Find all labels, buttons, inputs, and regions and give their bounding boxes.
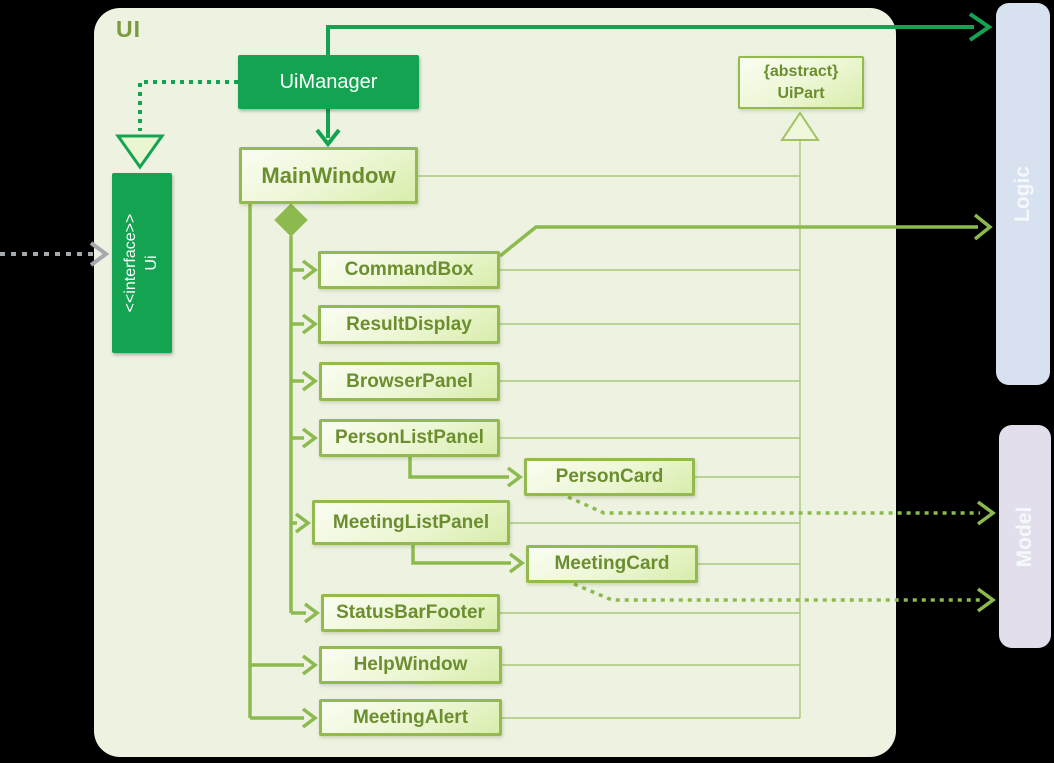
class-ui-interface-stereotype: <<interface>> bbox=[122, 213, 140, 313]
class-helpwindow: HelpWindow bbox=[319, 646, 502, 684]
branch-commandbox-arrowhead-icon bbox=[301, 259, 318, 281]
branch-statusbarfooter-arrowhead-icon bbox=[303, 602, 320, 624]
dependency-lines bbox=[0, 12, 996, 613]
external-model-label: Model bbox=[1013, 506, 1036, 567]
mainwindow-composition-diamond-icon bbox=[274, 203, 308, 237]
personcard-to-model-dash bbox=[567, 495, 980, 515]
class-resultdisplay-label: ResultDisplay bbox=[346, 313, 472, 335]
class-uimanager-label: UiManager bbox=[279, 70, 378, 93]
class-uipart-stereotype: {abstract} bbox=[763, 62, 839, 80]
class-commandbox: CommandBox bbox=[318, 251, 500, 289]
external-component-logic: Logic bbox=[996, 3, 1050, 385]
branch-helpwindow-arrowhead-icon bbox=[301, 654, 318, 676]
class-uipart-label: UiPart bbox=[777, 84, 825, 102]
meetingcard-to-model-arrowhead-icon bbox=[976, 587, 996, 613]
uimanager-to-logic bbox=[326, 25, 974, 55]
class-ui-interface: <<interface>> Ui bbox=[112, 173, 172, 353]
uimanager-to-mainwindow-arrowhead-icon bbox=[315, 128, 341, 148]
personcard-arrowhead-icon bbox=[506, 466, 523, 488]
class-statusbarfooter: StatusBarFooter bbox=[321, 594, 500, 632]
class-personcard-label: PersonCard bbox=[555, 466, 664, 487]
meetinglistpanel-to-meetingcard bbox=[411, 545, 511, 565]
incoming-dependency-arrowhead-icon bbox=[89, 241, 110, 267]
branch-meetinglistpanel-arrowhead-icon bbox=[294, 512, 311, 534]
class-meetingcard-label: MeetingCard bbox=[554, 553, 670, 574]
composition-lines bbox=[248, 203, 525, 729]
personcard-to-model-arrowhead-icon bbox=[976, 500, 996, 526]
branch-meetingalert-arrowhead-icon bbox=[301, 707, 318, 729]
ui-package-title: UI bbox=[116, 16, 141, 42]
branch-browserpanel-arrowhead-icon bbox=[301, 370, 318, 392]
class-browserpanel-label: BrowserPanel bbox=[346, 370, 473, 392]
class-personlistpanel: PersonListPanel bbox=[319, 419, 500, 457]
external-logic-label: Logic bbox=[1011, 166, 1034, 222]
class-resultdisplay: ResultDisplay bbox=[318, 305, 500, 344]
class-statusbarfooter-label: StatusBarFooter bbox=[336, 602, 485, 623]
class-meetingalert-label: MeetingAlert bbox=[352, 706, 469, 728]
meetingcard-to-model-dash bbox=[573, 582, 980, 602]
commandbox-to-logic-arrowhead-icon bbox=[973, 213, 993, 241]
ui-realization-triangle-icon bbox=[115, 134, 165, 170]
class-meetinglistpanel-label: MeetingListPanel bbox=[332, 511, 490, 533]
external-component-model: Model bbox=[999, 425, 1051, 648]
class-ui-interface-label: Ui bbox=[143, 255, 160, 271]
class-meetingalert: MeetingAlert bbox=[319, 699, 502, 736]
class-personlistpanel-label: PersonListPanel bbox=[335, 427, 484, 448]
branch-resultdisplay-arrowhead-icon bbox=[301, 313, 318, 335]
class-personcard: PersonCard bbox=[524, 458, 695, 496]
personlistpanel-to-personcard bbox=[408, 456, 509, 479]
class-uimanager: UiManager bbox=[238, 55, 419, 109]
uipart-inheritance-triangle-icon bbox=[780, 111, 820, 141]
uimanager-to-logic-arrowhead-icon bbox=[968, 12, 993, 42]
class-mainwindow: MainWindow bbox=[239, 147, 418, 204]
class-commandbox-label: CommandBox bbox=[344, 259, 474, 280]
uimanager-realizes-ui-dash bbox=[138, 80, 238, 131]
branch-personlistpanel-arrowhead-icon bbox=[301, 427, 318, 449]
class-ui-interface-vertical-text: <<interface>> Ui bbox=[121, 173, 163, 353]
inheritance-lines bbox=[418, 111, 820, 719]
meetingcard-arrowhead-icon bbox=[508, 552, 525, 574]
commandbox-to-logic bbox=[498, 225, 978, 258]
class-mainwindow-label: MainWindow bbox=[261, 162, 396, 188]
class-browserpanel: BrowserPanel bbox=[319, 362, 500, 401]
class-meetingcard: MeetingCard bbox=[526, 545, 698, 583]
class-meetinglistpanel: MeetingListPanel bbox=[312, 500, 510, 545]
class-helpwindow-label: HelpWindow bbox=[353, 654, 468, 675]
class-uipart: {abstract} UiPart bbox=[738, 56, 864, 109]
